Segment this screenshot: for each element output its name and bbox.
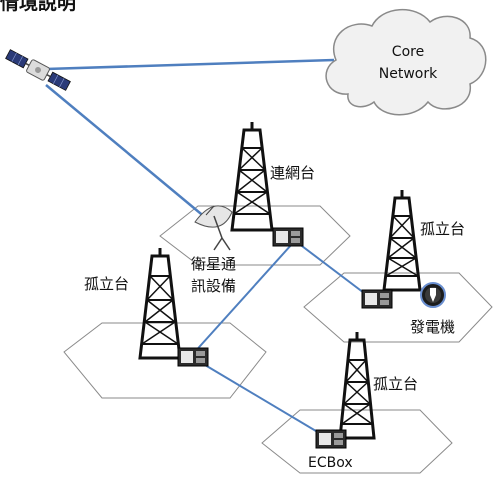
satellite-icon [5,49,71,91]
satellite-to-core-link [45,58,335,71]
tower-isolated-left [138,248,182,360]
hex-cell-isolated-right [303,272,493,343]
generator-icon [420,282,446,308]
cloud-label-line2: Network [379,66,438,82]
tower-isolated-right [382,190,422,292]
hex-cell-isolated-bottom [261,409,453,474]
ecbox-label: ECBox [308,455,353,471]
cloud-label-line1: Core [392,44,424,60]
ecbox-device-networked [272,227,304,247]
link-left-to-bottom [199,361,327,438]
ecbox-device-left [177,347,209,367]
satellite-to-dish-link [45,84,213,224]
tower-networked [230,122,274,232]
core-network-cloud: Core Network [325,8,487,116]
tower-label-isolated-bottom: 孤立台 [373,375,418,393]
generator-label: 發電機 [410,318,455,336]
hex-cell-isolated-left [63,322,267,399]
tower-isolated-bottom [338,332,376,440]
tower-label-networked: 連網台 [270,164,315,182]
tower-label-isolated-right: 孤立台 [420,220,465,238]
diagram-title: 情境說明 [0,0,76,14]
satellite-equipment-label-line1: 衛星通 [191,255,236,273]
link-networked-to-left [191,243,293,356]
ecbox-device-right [361,289,393,309]
satellite-equipment-label-line2: 訊設備 [191,277,236,295]
ecbox-device-bottom [315,429,347,449]
link-networked-to-right [293,239,373,300]
tower-label-isolated-left: 孤立台 [84,275,129,293]
satellite-dish-icon [194,205,233,251]
